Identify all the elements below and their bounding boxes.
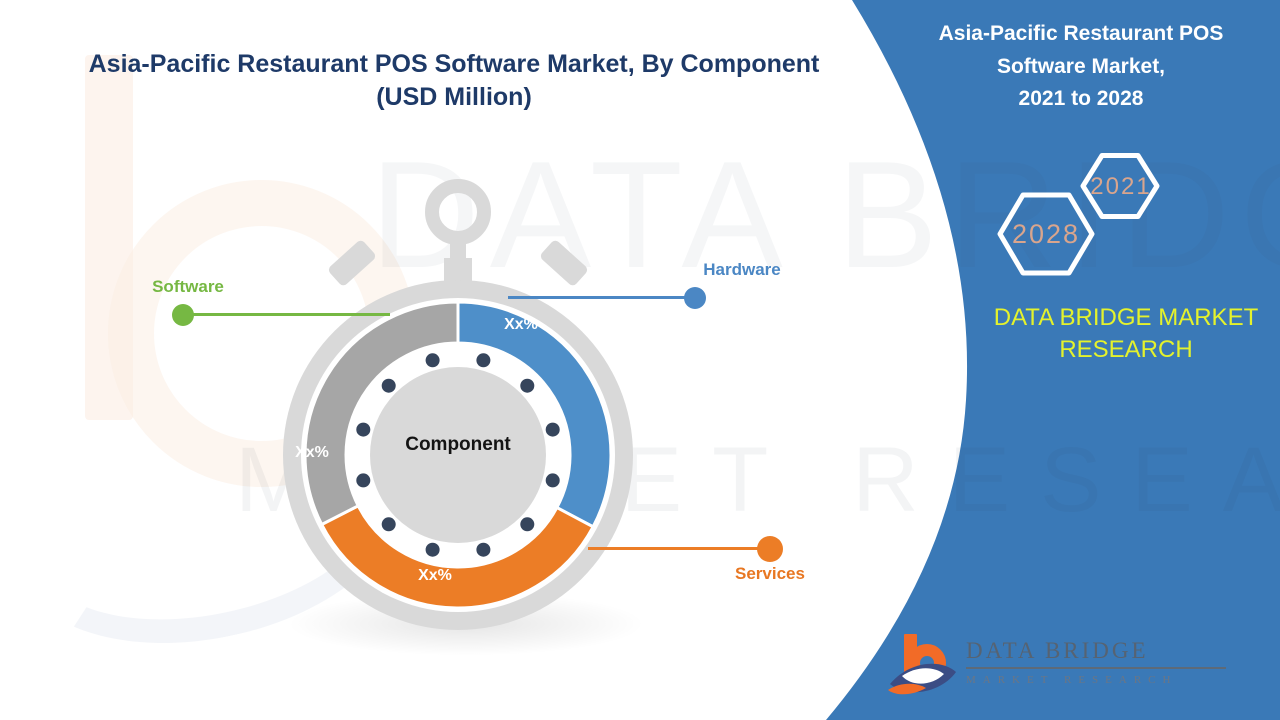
stopwatch-chart-svg [283, 179, 633, 630]
legend-label-hardware: Hardware [703, 260, 781, 279]
stopwatch-ring [425, 179, 491, 245]
donut-segments [303, 300, 613, 610]
callout-line-software [193, 313, 390, 316]
segment-services [319, 503, 596, 610]
footer-logo: DATA BRIDGE MARKET RESEARCH [888, 630, 1228, 710]
footer-logo-name: DATA BRIDGE [966, 638, 1226, 669]
callout-dot-software [172, 304, 194, 326]
donut-center-disc [370, 367, 546, 543]
stopwatch-pusher-left [328, 240, 376, 286]
hexagon-2028 [997, 192, 1095, 276]
legend-label-software: Software [152, 277, 224, 296]
stopwatch-pusher-right [540, 240, 588, 286]
hexagon-2021 [1080, 153, 1160, 219]
callout-line-services [588, 547, 759, 550]
segment-software [303, 300, 460, 527]
side-panel-title-line1: Asia-Pacific Restaurant POS [938, 22, 1224, 45]
legend-label-services: Services [735, 564, 805, 583]
side-panel-title-line3: 2021 to 2028 [1018, 87, 1144, 111]
donut-chart: Xx% Xx% Xx% Component [258, 140, 658, 660]
footer-logo-sub: MARKET RESEARCH [966, 674, 1178, 686]
value-label-hardware: Xx% [504, 316, 538, 333]
page-title: Asia-Pacific Restaurant POS Software Mar… [88, 50, 820, 111]
brand-text: DATA BRIDGE MARKET RESEARCH [958, 302, 1280, 367]
side-panel-title: Asia-Pacific Restaurant POS Software Mar… [928, 18, 1234, 116]
donut-center-label: Component [405, 434, 511, 455]
hexagons-graphic [997, 153, 1160, 276]
callout-dot-hardware [684, 287, 706, 309]
callout-dot-services [757, 536, 783, 562]
brand-text-line2: RESEARCH [1059, 336, 1193, 364]
brand-text-line1: DATA BRIDGE MARKET [993, 304, 1259, 331]
hexagon-year-2021: 2021 [1090, 173, 1152, 200]
value-label-services: Xx% [418, 567, 452, 584]
data-bridge-logo-icon [888, 634, 956, 695]
callout-line-hardware [508, 296, 686, 299]
side-panel-title-line2: Software Market, [996, 54, 1166, 78]
hexagon-year-2028: 2028 [1011, 219, 1081, 249]
footer-logo-text: DATA BRIDGE MARKET RESEARCH [966, 638, 1226, 686]
tick-dots [356, 353, 560, 557]
value-label-software: Xx% [295, 444, 329, 461]
